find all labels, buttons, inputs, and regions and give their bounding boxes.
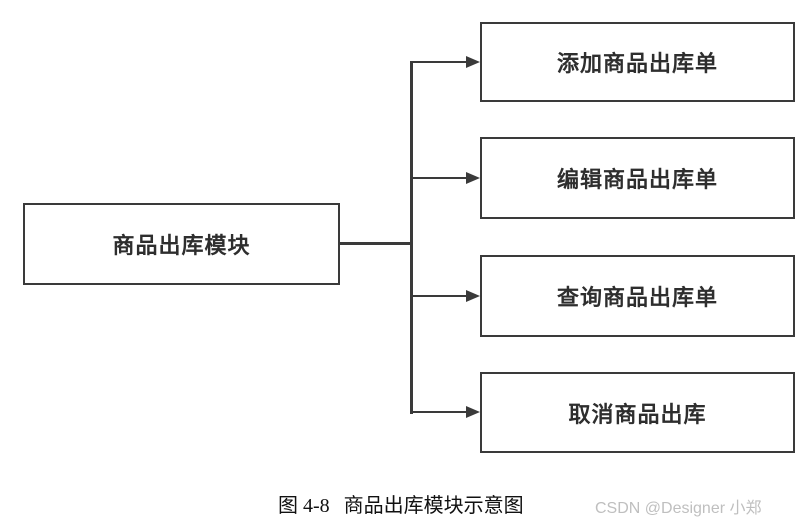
connector-branch-1 [410, 61, 468, 63]
node-label: 添加商品出库单 [556, 51, 718, 76]
connector-branch-3 [410, 295, 468, 297]
figure-title: 商品出库模块示意图 [343, 495, 524, 517]
connector-branch-4 [410, 411, 468, 413]
arrow-right-icon [466, 56, 480, 68]
figure-number: 图 4-8 [278, 495, 330, 517]
node-cancel-outbound: 取消商品出库 [480, 372, 795, 453]
node-label: 编辑商品出库单 [556, 167, 718, 192]
node-label: 查询商品出库单 [556, 285, 718, 310]
node-query-outbound-order: 查询商品出库单 [480, 255, 795, 337]
node-add-outbound-order: 添加商品出库单 [480, 22, 795, 102]
watermark: CSDN @Designer 小郑 [595, 500, 762, 517]
connector-trunk-line [410, 61, 413, 414]
figure-caption: 图 4-8 商品出库模块示意图 [278, 489, 524, 518]
node-edit-outbound-order: 编辑商品出库单 [480, 137, 795, 219]
connector-branch-2 [410, 177, 468, 179]
node-product-outbound-module: 商品出库模块 [23, 203, 340, 285]
arrow-right-icon [466, 172, 480, 184]
node-label: 商品出库模块 [112, 233, 251, 258]
node-label: 取消商品出库 [568, 401, 707, 427]
arrow-right-icon [466, 406, 480, 418]
arrow-right-icon [466, 290, 480, 302]
connector-root-line [340, 242, 412, 245]
